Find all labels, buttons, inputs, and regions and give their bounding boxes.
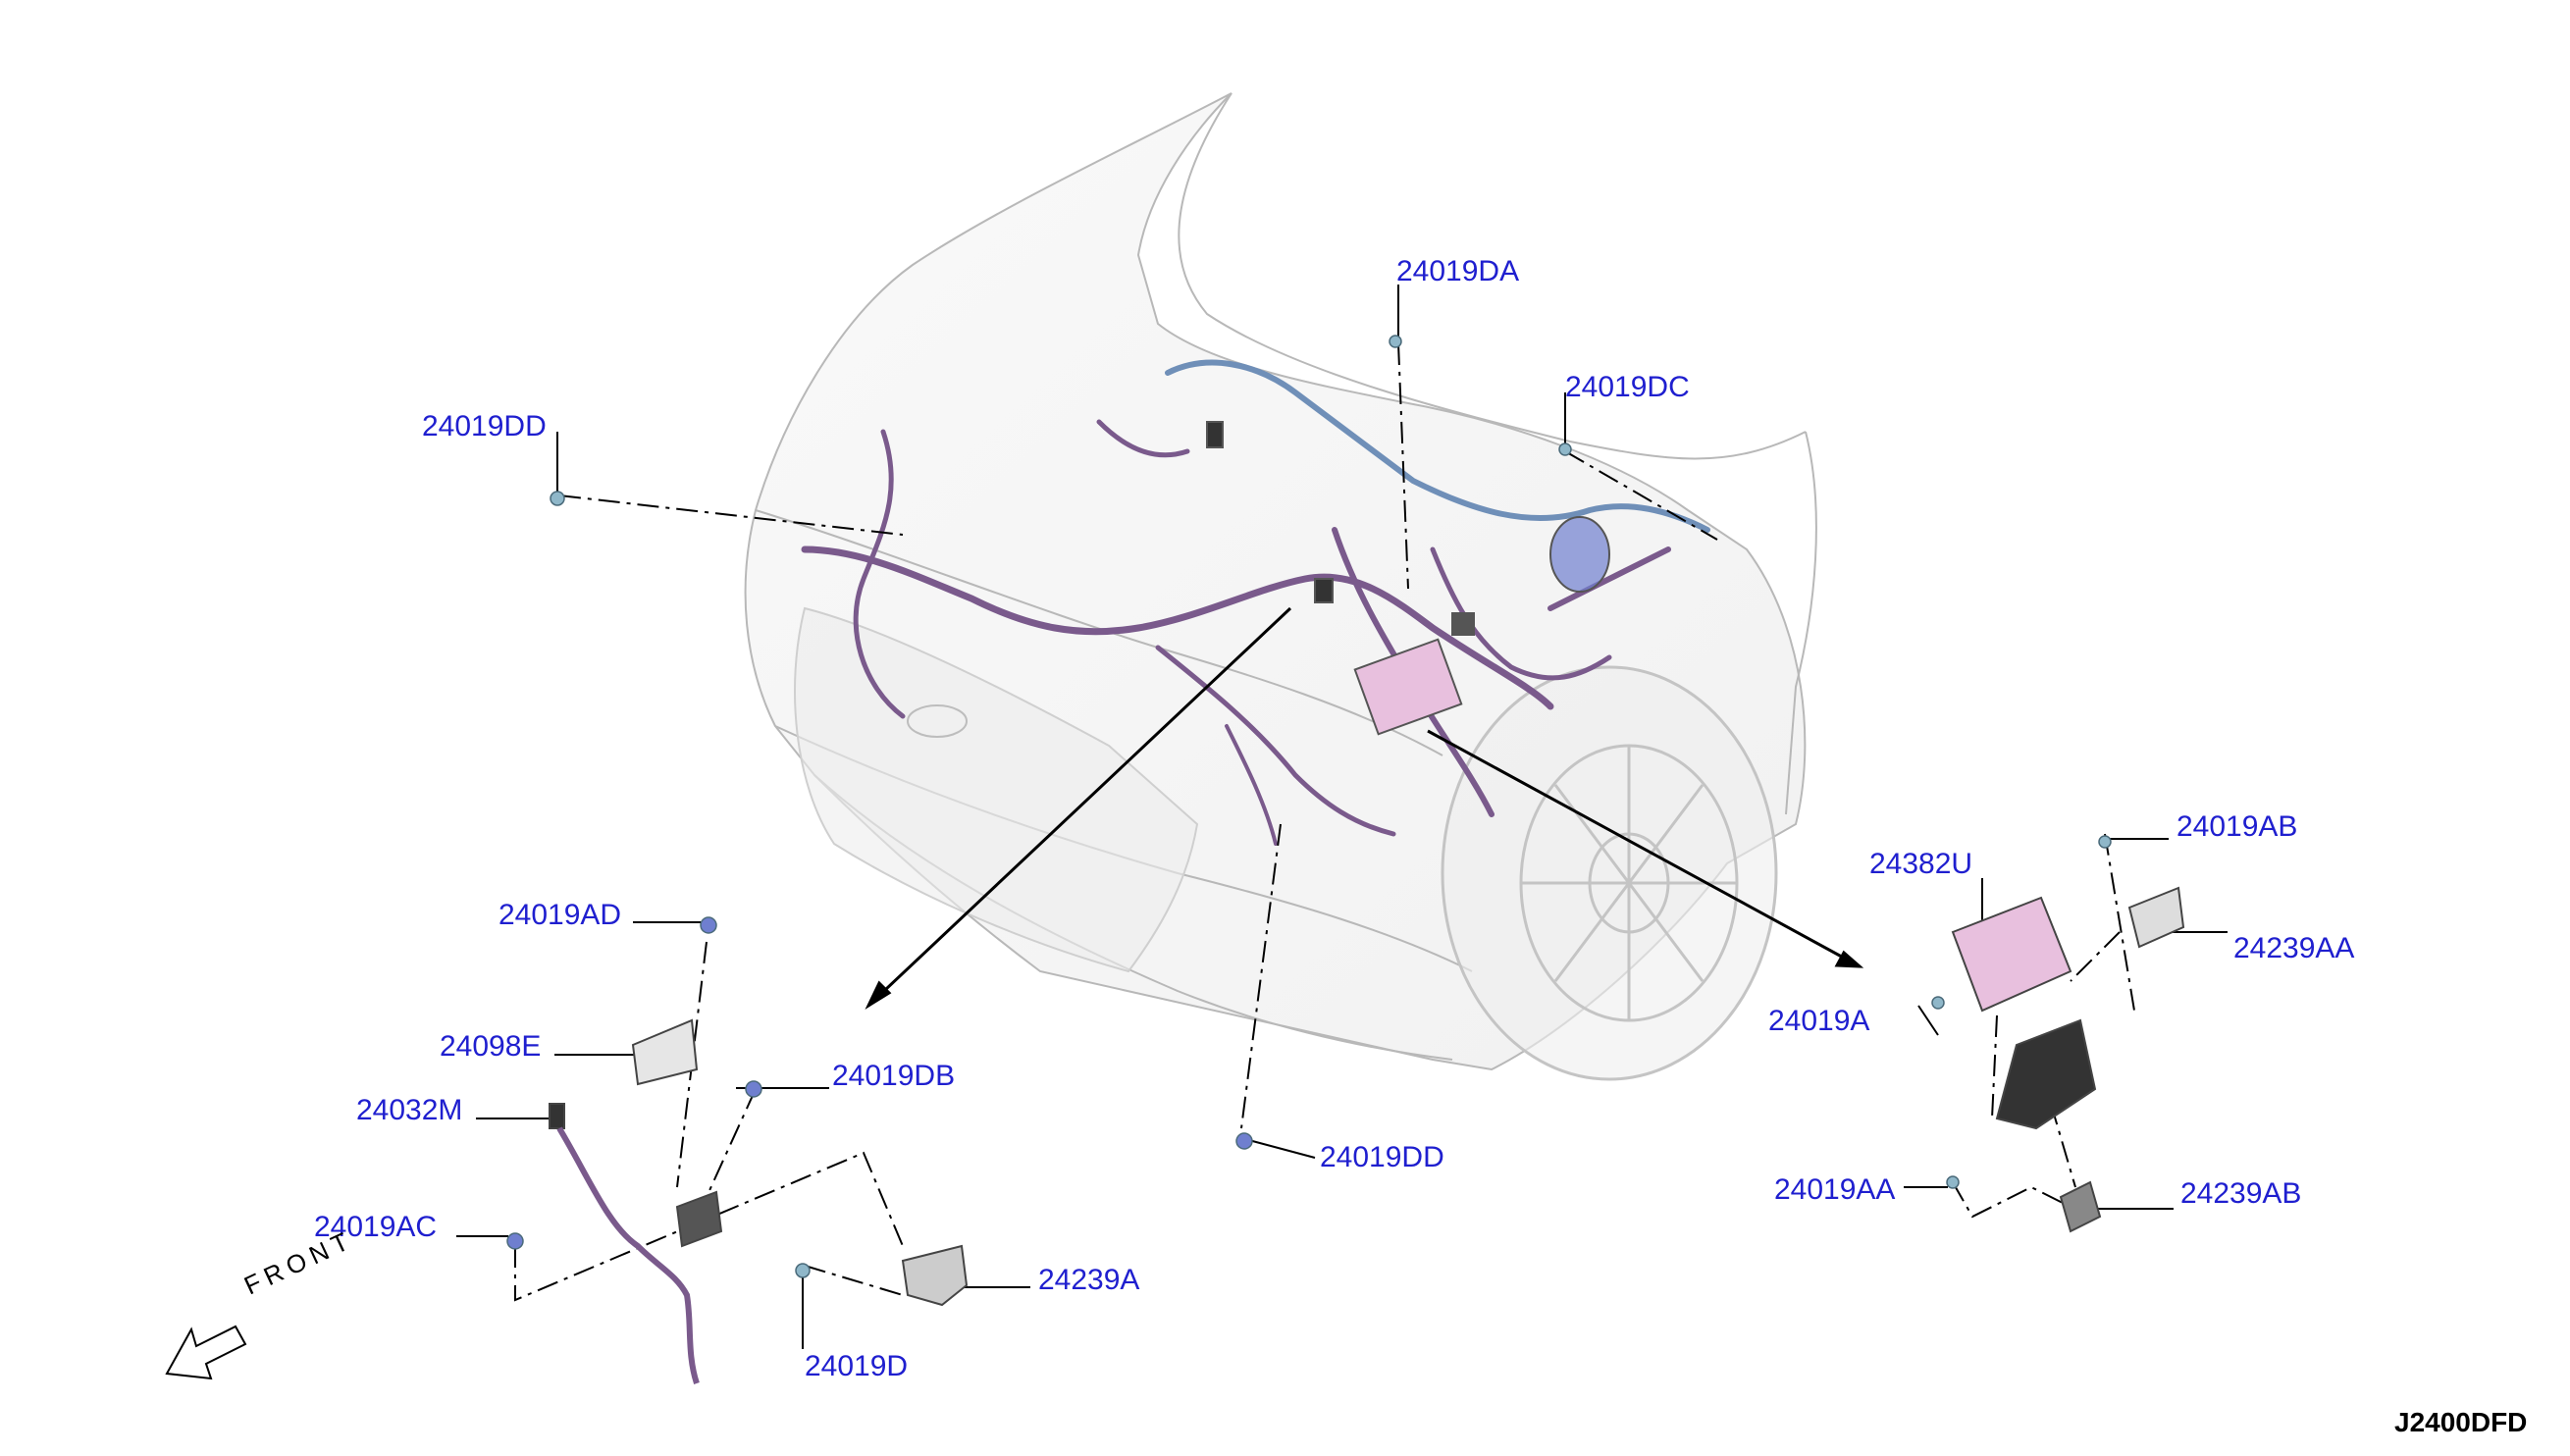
callout-24019dd-top: 24019DD [422,410,547,442]
callout-24019aa: 24019AA [1774,1173,1896,1206]
callout-24019da: 24019DA [1396,255,1520,287]
callout-24019ac: 24019AC [314,1211,438,1243]
callout-24019dd-bottom: 24019DD [1320,1141,1444,1173]
right-parts [1951,886,2185,1233]
callout-24098e: 24098E [440,1030,542,1063]
callout-24019db: 24019DB [832,1060,956,1092]
front-wheel [1441,665,1778,1081]
lower-left-parts [549,1018,969,1384]
callout-24019ad: 24019AD [498,899,622,931]
callout-24019d: 24019D [805,1350,909,1382]
callout-24382u: 24382U [1869,848,1973,880]
drawing-code: J2400DFD [2394,1407,2528,1437]
detail-arrows [865,606,1864,1010]
front-grille [794,606,1199,973]
callout-24032m: 24032M [356,1094,463,1126]
callout-24239aa: 24239AA [2233,932,2355,964]
engine-room-components [1206,421,1610,736]
engine-room-harness [801,359,1710,846]
callout-24239a: 24239A [1038,1264,1140,1296]
callout-24019dc: 24019DC [1565,371,1690,403]
callout-24019a: 24019A [1768,1005,1870,1037]
callout-24239ab: 24239AB [2180,1177,2302,1210]
callout-24019ab: 24019AB [2177,810,2298,843]
front-direction-arrow [165,1325,247,1380]
bolt-fasteners [506,335,2112,1278]
